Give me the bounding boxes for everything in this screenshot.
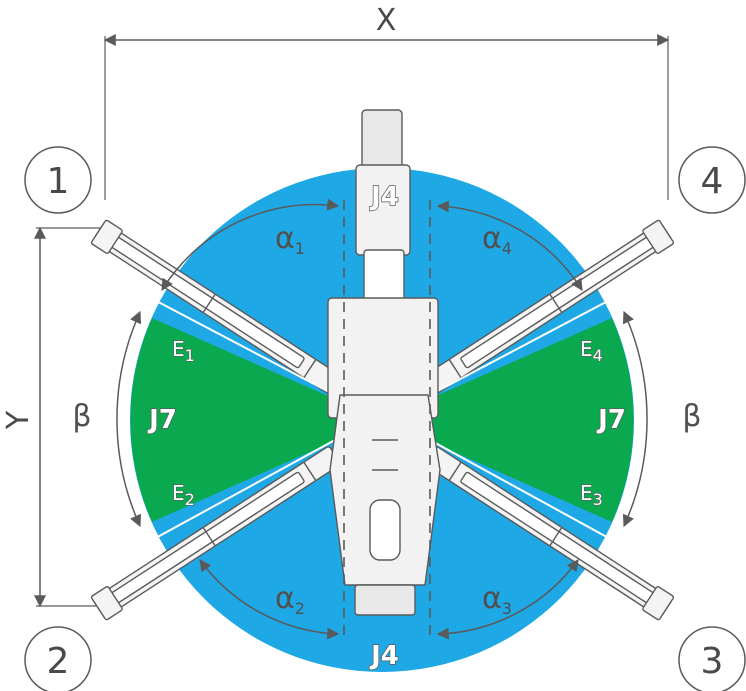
zone-label-left: J7 [147,405,177,435]
x-label: X [376,3,397,38]
svg-text:2: 2 [47,641,70,682]
outrigger-number-2: 2 [24,626,92,691]
outrigger-legs [90,219,675,621]
alpha-arcs [161,198,583,640]
outrigger-leg-3 [424,446,675,621]
svg-text:3: 3 [701,641,724,682]
svg-text:1: 1 [47,161,70,202]
j7-zone-left [130,318,382,522]
zone-boundary-lines [87,264,677,576]
zone-label-right: J7 [596,405,626,435]
beta-left-label: β [72,399,91,434]
edge-e4-label: E4 [580,337,603,365]
center-dashed-lines [343,200,431,640]
outrigger-leg-2 [90,446,341,621]
y-dimension: Y [1,226,100,608]
svg-text:4: 4 [701,161,724,202]
alpha-3-label: α3 [482,581,512,618]
zone-label-bottom: J4 [369,641,399,671]
outrigger-number-3: 3 [678,626,746,691]
outrigger-leg-1 [90,219,341,394]
outrigger-number-1: 1 [24,146,92,214]
beta-arcs [116,310,648,528]
edge-e2-label: E2 [172,481,195,509]
zone-label-top: J4 [369,182,399,212]
alpha-4-label: α4 [482,221,512,258]
beta-right-label: β [682,399,701,434]
alpha-1-label: α1 [275,221,305,258]
crane-body [327,109,441,616]
edge-e1-label: E1 [172,337,195,365]
edge-e3-label: E3 [580,481,603,509]
x-dimension: X [103,3,670,200]
y-label: Y [1,410,36,430]
j7-zone-right [382,318,634,522]
alpha-2-label: α2 [275,581,305,618]
outrigger-number-4: 4 [678,146,746,214]
